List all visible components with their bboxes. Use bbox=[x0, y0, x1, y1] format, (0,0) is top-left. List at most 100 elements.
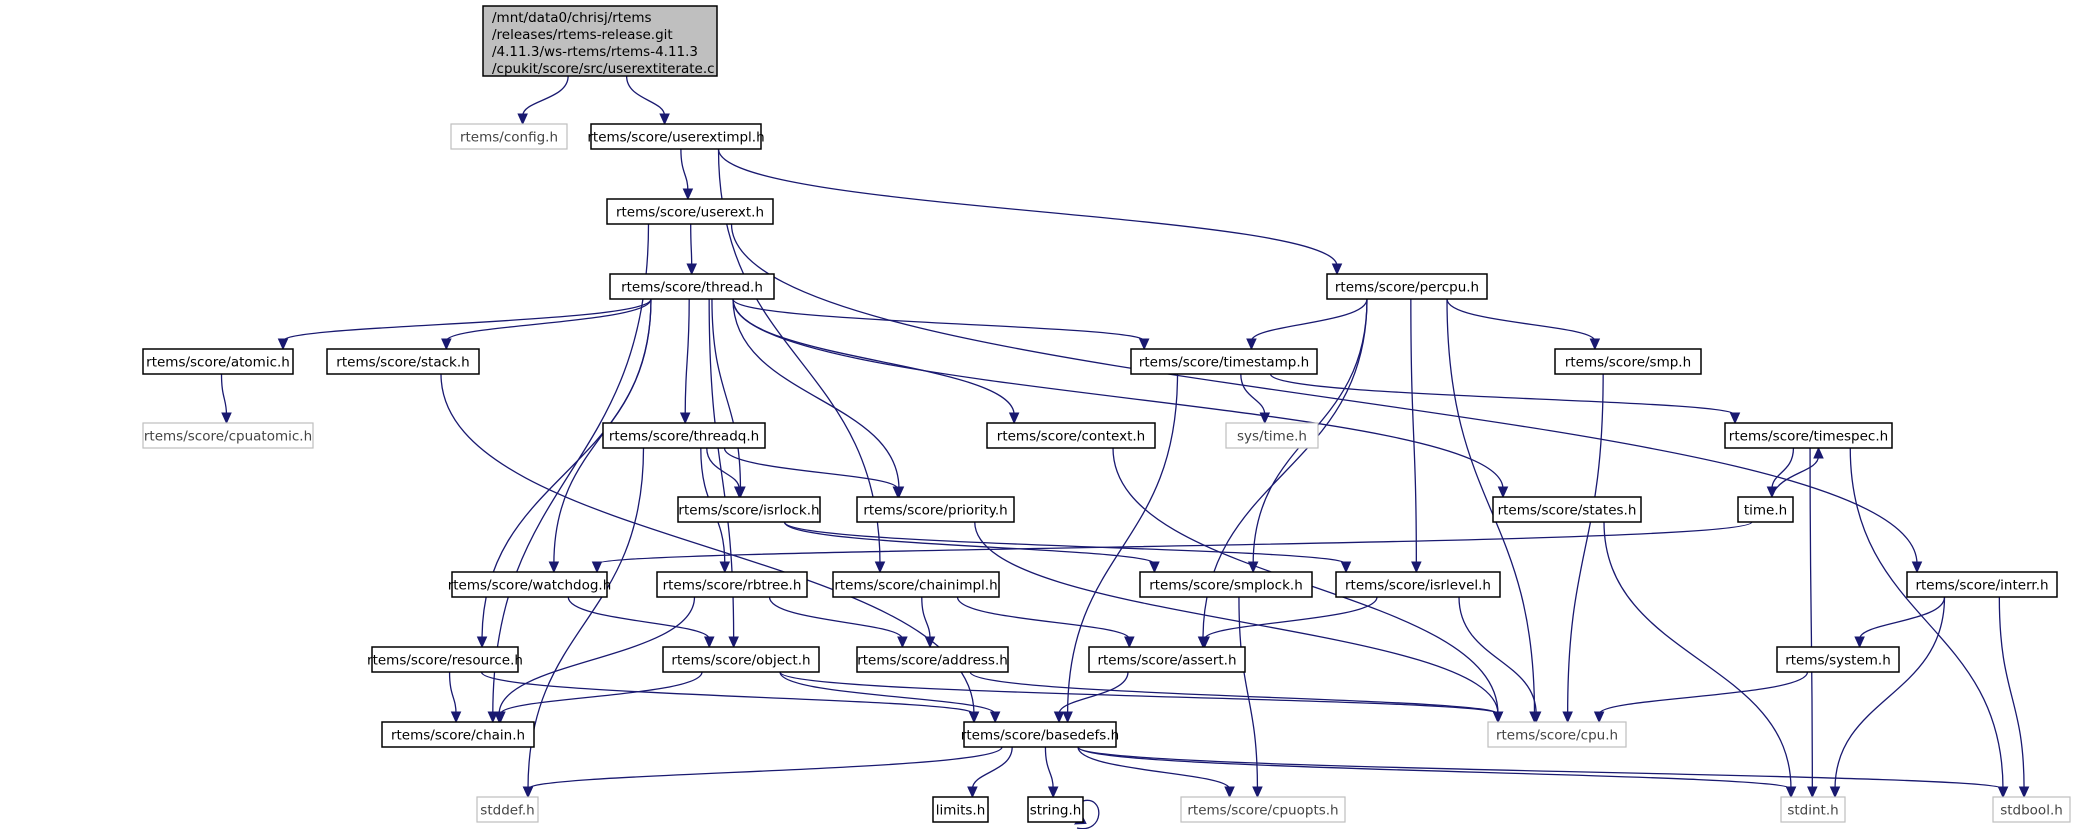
node-context[interactable]: rtems/score/context.h bbox=[986, 422, 1156, 449]
node-stack[interactable]: rtems/score/stack.h bbox=[326, 348, 480, 375]
edge-thread-to-stack bbox=[441, 298, 652, 351]
arrow-head-icon bbox=[1246, 338, 1257, 351]
arrow-head-icon bbox=[968, 711, 980, 724]
arrow-head-icon bbox=[1854, 636, 1865, 649]
edge-line bbox=[448, 671, 457, 715]
node-limits[interactable]: limits.h bbox=[932, 796, 989, 823]
node-system[interactable]: rtems/system.h bbox=[1776, 646, 1900, 673]
node-smplock[interactable]: rtems/score/smplock.h bbox=[1139, 571, 1313, 598]
arrow-head-icon bbox=[1785, 786, 1797, 799]
node-box bbox=[142, 422, 314, 449]
arrow-head-icon bbox=[1259, 412, 1271, 425]
node-watchdog[interactable]: rtems/score/watchdog.h bbox=[448, 571, 612, 598]
node-box bbox=[1027, 796, 1084, 823]
node-label: stddef.h bbox=[480, 803, 534, 819]
edge-line bbox=[1771, 447, 1795, 490]
edge-line bbox=[1834, 596, 1946, 790]
node-priority[interactable]: rtems/score/priority.h bbox=[856, 496, 1015, 523]
arrow-head-icon bbox=[1813, 446, 1824, 459]
arrow-head-icon bbox=[1807, 786, 1818, 799]
edge-line bbox=[1446, 298, 1596, 342]
node-chain[interactable]: rtems/score/chain.h bbox=[381, 721, 535, 748]
node-box bbox=[832, 571, 1000, 598]
arrow-head-icon bbox=[277, 338, 289, 351]
node-root[interactable]: /mnt/data0/chrisj/rtems/releases/rtems-r… bbox=[482, 5, 718, 77]
edge-smp-to-cpu bbox=[1562, 373, 1604, 724]
node-object[interactable]: rtems/score/object.h bbox=[662, 646, 820, 673]
node-userextimpl[interactable]: rtems/score/userextimpl.h bbox=[587, 123, 765, 150]
edge-line bbox=[690, 223, 693, 267]
arrow-head-icon bbox=[1530, 711, 1542, 724]
edge-line bbox=[492, 223, 650, 715]
node-threadq[interactable]: rtems/score/threadq.h bbox=[602, 422, 766, 449]
arrow-head-icon bbox=[892, 486, 904, 499]
edge-line bbox=[732, 298, 1504, 490]
node-label: rtems/score/timestamp.h bbox=[1139, 355, 1309, 371]
node-box bbox=[1737, 496, 1794, 523]
node-resource[interactable]: rtems/score/resource.h bbox=[367, 646, 523, 673]
edge-line bbox=[779, 671, 1499, 715]
node-atomic[interactable]: rtems/score/atomic.h bbox=[142, 348, 294, 375]
node-systime: sys/time.h bbox=[1225, 422, 1319, 449]
edge-basedefs-to-stdint bbox=[1077, 746, 1797, 799]
node-timestamp[interactable]: rtems/score/timestamp.h bbox=[1130, 348, 1318, 375]
node-interr[interactable]: rtems/score/interr.h bbox=[1906, 571, 2058, 598]
arrow-head-icon bbox=[1997, 786, 2009, 799]
arrow-head-icon bbox=[967, 786, 978, 799]
arrow-head-icon bbox=[1562, 711, 1573, 724]
node-box bbox=[609, 273, 775, 300]
node-smp[interactable]: rtems/score/smp.h bbox=[1554, 348, 1702, 375]
edge-line bbox=[1809, 447, 1813, 790]
edge-states-to-stdint bbox=[1603, 521, 1797, 799]
arrow-head-icon bbox=[1593, 711, 1605, 724]
node-box bbox=[381, 721, 535, 748]
arrow-head-icon bbox=[704, 636, 715, 649]
node-label: rtems/score/percpu.h bbox=[1335, 280, 1479, 296]
node-assert[interactable]: rtems/score/assert.h bbox=[1088, 646, 1246, 673]
arrow-head-icon bbox=[1062, 711, 1073, 724]
node-timespec[interactable]: rtems/score/timespec.h bbox=[1724, 422, 1893, 449]
edge-userextimpl-to-chainimpl bbox=[717, 148, 886, 574]
edge-line bbox=[1458, 596, 1537, 715]
edge-line bbox=[1077, 746, 2004, 790]
arrow-head-icon bbox=[659, 113, 670, 126]
node-box bbox=[371, 646, 519, 673]
arrow-head-icon bbox=[517, 113, 528, 126]
arrow-head-icon bbox=[495, 711, 506, 724]
node-isrlevel[interactable]: rtems/score/isrlevel.h bbox=[1335, 571, 1501, 598]
arrow-head-icon bbox=[924, 636, 936, 649]
node-timeh[interactable]: time.h bbox=[1737, 496, 1794, 523]
node-rbtree[interactable]: rtems/score/rbtree.h bbox=[656, 571, 808, 598]
edge-isrlock-to-smplock bbox=[783, 521, 1160, 574]
arrow-head-icon bbox=[733, 486, 745, 499]
node-stdint: stdint.h bbox=[1780, 796, 1846, 823]
node-label: rtems/score/chain.h bbox=[391, 728, 525, 744]
edge-userext-to-interr bbox=[730, 223, 1923, 574]
node-string[interactable]: string.h bbox=[1027, 796, 1084, 823]
node-label: stdbool.h bbox=[2000, 803, 2063, 819]
edge-chainimpl-to-assert bbox=[956, 596, 1135, 649]
node-label: rtems/score/thread.h bbox=[621, 280, 763, 296]
node-box bbox=[602, 422, 766, 449]
node-states[interactable]: rtems/score/states.h bbox=[1492, 496, 1642, 523]
node-address[interactable]: rtems/score/address.h bbox=[856, 646, 1009, 673]
edge-threadq-to-isrlock bbox=[706, 447, 745, 499]
edge-line bbox=[768, 596, 904, 640]
edge-rbtree-to-address bbox=[768, 596, 908, 649]
node-chainimpl[interactable]: rtems/score/chainimpl.h bbox=[832, 571, 1000, 598]
arrow-head-icon bbox=[1331, 263, 1343, 276]
node-userext[interactable]: rtems/score/userext.h bbox=[606, 198, 774, 225]
node-box bbox=[450, 123, 568, 150]
edge-line bbox=[1204, 596, 1378, 640]
arrow-head-icon bbox=[686, 263, 697, 276]
node-label: time.h bbox=[1744, 503, 1787, 519]
node-isrlock[interactable]: rtems/score/isrlock.h bbox=[677, 496, 821, 523]
node-box bbox=[1554, 348, 1702, 375]
node-percpu[interactable]: rtems/score/percpu.h bbox=[1326, 273, 1488, 300]
node-basedefs[interactable]: rtems/score/basedefs.h bbox=[961, 721, 1119, 748]
edge-timespec-to-timeh bbox=[1766, 447, 1795, 499]
arrow-head-icon bbox=[682, 188, 694, 201]
node-thread[interactable]: rtems/score/thread.h bbox=[609, 273, 775, 300]
edge-line bbox=[956, 596, 1130, 640]
edge-resource-to-chain bbox=[448, 671, 462, 724]
